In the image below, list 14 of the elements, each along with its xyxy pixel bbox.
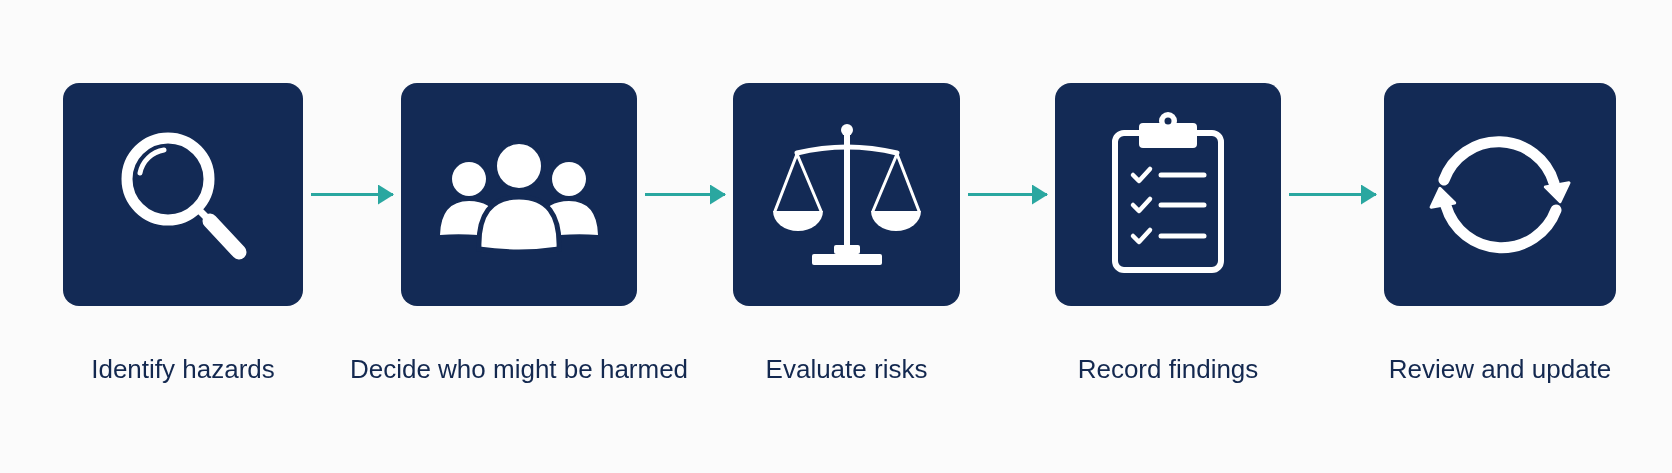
step-tile — [733, 83, 960, 306]
step-caption: Evaluate risks — [765, 353, 928, 385]
arrow — [1289, 184, 1377, 205]
step-tile — [1055, 83, 1281, 306]
arrow — [311, 184, 394, 205]
step-tile — [1384, 83, 1616, 306]
step-caption: Review and update — [1388, 353, 1612, 385]
step-caption: Record findings — [1077, 353, 1259, 385]
step-caption: Decide who might be harmed — [349, 353, 689, 385]
step-tile — [401, 83, 637, 306]
arrow — [968, 184, 1048, 205]
arrow — [645, 184, 726, 205]
step-caption: Identify hazards — [91, 353, 275, 385]
step-tile — [63, 83, 303, 306]
